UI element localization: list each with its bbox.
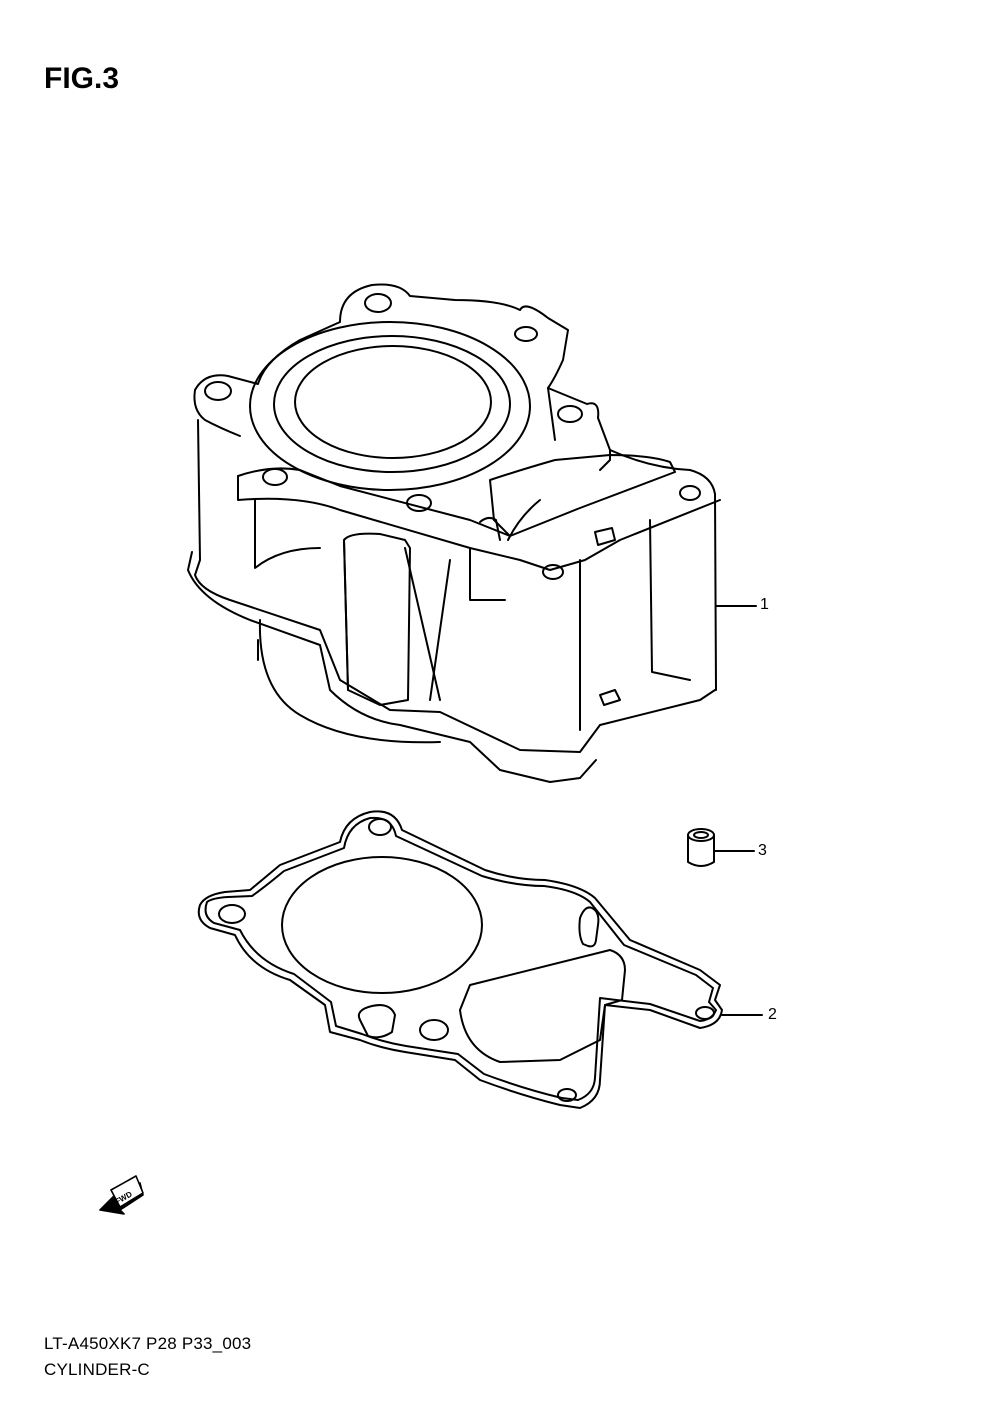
gasket-part — [197, 810, 723, 1109]
section-name: CYLINDER-C — [44, 1360, 150, 1379]
dowel-pin-part — [687, 828, 715, 867]
callout-2: 2 — [768, 1006, 777, 1023]
callout-3: 3 — [758, 842, 767, 859]
model-code: LT-A450XK7 P28 P33_003 — [44, 1334, 252, 1353]
callout-1: 1 — [760, 596, 769, 613]
figure-title: FIG.3 — [44, 62, 120, 95]
fwd-arrow-icon: FWD — [99, 1175, 144, 1215]
cylinder-part — [187, 283, 721, 783]
